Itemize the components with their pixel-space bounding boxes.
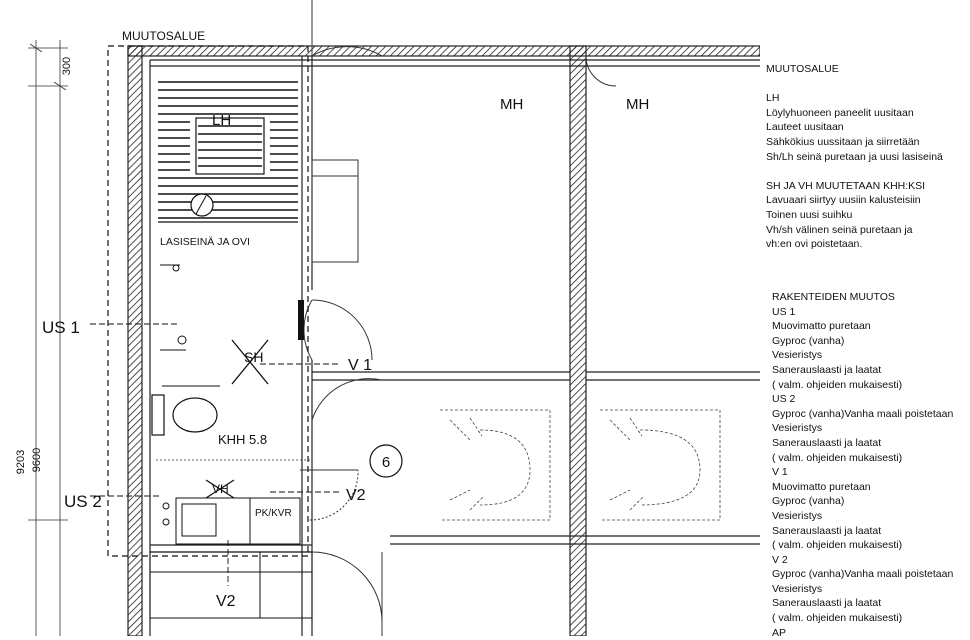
note-line: Vesieristys	[772, 422, 823, 435]
note-gap	[766, 77, 943, 92]
note-gap	[766, 164, 943, 179]
notes-group-structures: RAKENTEIDEN MUUTOS US 1 Muovimatto puret…	[772, 290, 953, 640]
shower-fixtures	[160, 264, 269, 387]
sauna-benches	[158, 81, 298, 219]
note-line: Sanerauslaasti ja laatat	[772, 524, 882, 537]
note-line: Vesieristys	[772, 509, 823, 522]
note-line: Sh/Lh seinä puretaan ja uusi lasiseinä	[766, 150, 943, 163]
sauna-inner-bench	[195, 117, 265, 175]
note-line: Gyproc (vanha)Vanha maali poistetaan	[772, 568, 954, 581]
note-line: RAKENTEIDEN MUUTOS	[772, 291, 895, 303]
note-line: Sanerauslaasti ja laatat	[772, 436, 882, 449]
note-line: LH	[766, 92, 780, 105]
section-v2-bottom-label: V2	[216, 593, 236, 610]
room-number-marker	[369, 444, 403, 478]
note-line: vh:en ovi poistetaan.	[766, 238, 863, 251]
staircase	[440, 409, 721, 521]
toilet-label: VH	[212, 482, 229, 496]
note-line: ( valm. ohjeiden mukaisesti)	[772, 539, 903, 552]
dimension-9600: 9600	[31, 448, 43, 472]
note-line: Vh/sh välinen seinä puretaan ja	[766, 223, 913, 236]
note-line: AP	[772, 626, 787, 639]
utility-room-label: KHH 5.8	[218, 432, 267, 447]
note-line: Löylyhuoneen paneelit uusitaan	[766, 106, 914, 119]
dimension-lines	[28, 40, 68, 636]
toilet-fixture	[151, 394, 218, 436]
note-line: Gyproc (vanha)	[772, 495, 845, 508]
note-line: ( valm. ohjeiden mukaisesti)	[772, 378, 903, 391]
note-line: V 2	[772, 553, 788, 566]
dimension-300: 300	[61, 57, 73, 75]
sauna-label: LH	[212, 112, 231, 129]
section-v2-right-label: V2	[346, 487, 366, 504]
door-swings	[300, 0, 617, 636]
room-mh-2-label: MH	[626, 96, 649, 113]
section-lines	[90, 323, 340, 586]
note-line: V 1	[772, 466, 788, 479]
closet-label: PK/KVR	[255, 508, 292, 519]
change-area-label: MUUTOSALUE	[122, 29, 205, 43]
sauna-stove-icon	[190, 193, 214, 217]
section-v1-label: V 1	[348, 357, 372, 374]
note-line: ( valm. ohjeiden mukaisesti)	[772, 451, 903, 464]
floor-plan-drawing: 300 9203 9600	[15, 0, 760, 636]
notes-group-changes: MUUTOSALUE LH Löylyhuoneen paneelit uusi…	[766, 62, 943, 252]
dimension-9203: 9203	[15, 450, 27, 474]
note-line: US 1	[772, 305, 796, 318]
note-line: Lauteet uusitaan	[766, 121, 844, 134]
note-line: Vesieristys	[772, 582, 823, 595]
note-line: Sanerauslaasti ja laatat	[772, 363, 882, 376]
shower-label: SH	[244, 349, 263, 365]
section-us2-label: US 2	[64, 492, 102, 511]
change-area-boundary	[107, 45, 309, 557]
room-mh-1-label: MH	[500, 96, 523, 113]
note-line: Toinen uusi suihku	[766, 208, 853, 221]
note-line: Muovimatto puretaan	[772, 480, 871, 493]
note-line: MUUTOSALUE	[766, 63, 839, 75]
note-line: US 2	[772, 393, 796, 406]
glass-wall-label: LASISEINÄ JA OVI	[160, 236, 250, 248]
note-line: Sähkökius uussitaan ja siirretään	[766, 135, 920, 148]
note-line: Sanerauslaasti ja laatat	[772, 597, 882, 610]
section-us1-label: US 1	[42, 318, 80, 337]
note-line: Gyproc (vanha)	[772, 334, 845, 347]
note-line: Lavuaari siirtyy uusiin kalusteisiin	[766, 194, 921, 207]
walls	[127, 45, 760, 636]
note-line: ( valm. ohjeiden mukaisesti)	[772, 612, 903, 625]
room-number-label: 6	[382, 454, 390, 471]
note-line: Gyproc (vanha)Vanha maali poistetaan	[772, 407, 954, 420]
kitchen-cabinets	[162, 497, 301, 545]
note-line: SH JA VH MUUTETAAN KHH:KSI	[766, 179, 926, 192]
note-line: Vesieristys	[772, 349, 823, 362]
note-line: Muovimatto puretaan	[772, 320, 871, 333]
